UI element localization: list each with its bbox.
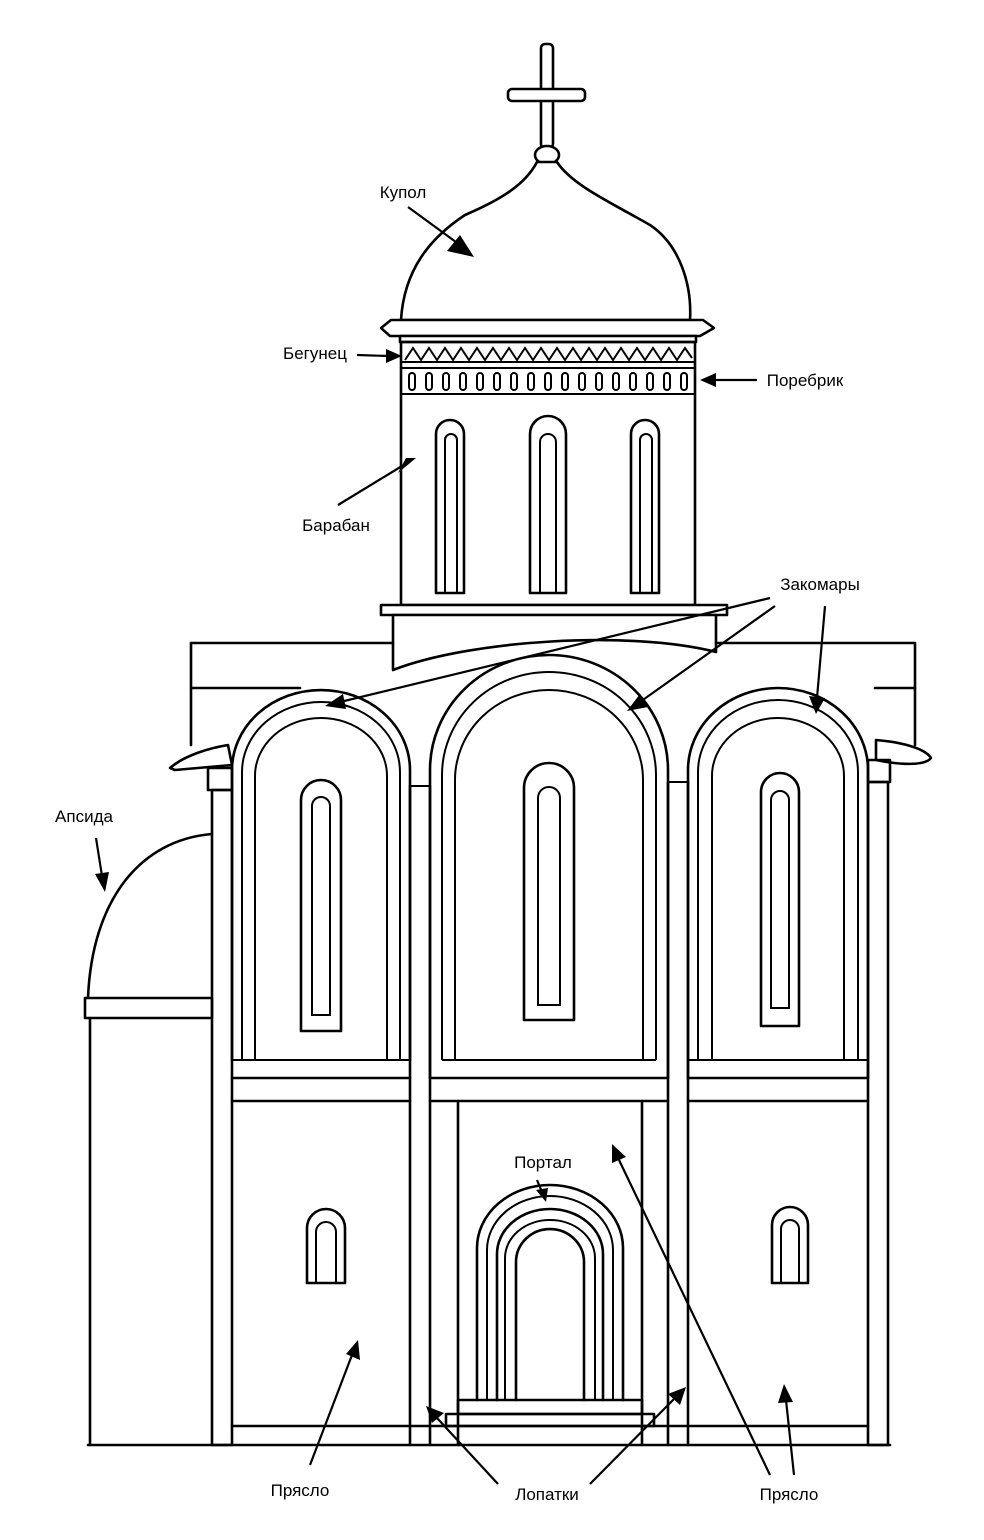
porebrik-band xyxy=(408,372,688,391)
arrow-begunets xyxy=(356,349,402,363)
label-porebrik: Поребрик xyxy=(767,371,844,390)
drum-window xyxy=(629,418,661,595)
label-pryaslo-left: Прясло xyxy=(271,1481,330,1500)
label-begunets: Бегунец xyxy=(283,344,347,363)
arrow-kupol xyxy=(407,206,474,257)
label-lopatki: Лопатки xyxy=(515,1485,579,1504)
lower-window-right xyxy=(770,1205,810,1285)
label-zakomary: Закомары xyxy=(780,575,860,594)
lower-window-left xyxy=(305,1207,347,1285)
drum-window xyxy=(434,418,466,595)
label-apsida: Апсида xyxy=(55,807,113,826)
drum xyxy=(399,340,697,607)
apse xyxy=(83,832,214,1447)
cornice-left xyxy=(168,743,234,772)
arrow-baraban xyxy=(337,458,416,506)
label-kupol: Купол xyxy=(380,183,427,202)
drum-window xyxy=(528,414,568,595)
arrow-pryaslo-left xyxy=(308,1340,360,1466)
drum-base xyxy=(379,603,729,617)
arrow-zakomary xyxy=(325,596,827,714)
dome xyxy=(399,160,692,322)
arrow-portal xyxy=(535,1179,548,1202)
begunets-band xyxy=(404,346,693,362)
label-baraban: Барабан xyxy=(302,516,370,535)
zakomara-left xyxy=(230,688,412,1062)
drum-cornice xyxy=(379,318,716,338)
arrow-porebrik xyxy=(700,373,757,387)
portal xyxy=(444,1183,656,1428)
zakomara-center xyxy=(428,653,670,1080)
cross-icon xyxy=(506,42,587,166)
label-pryaslo-right: Прясло xyxy=(760,1485,819,1504)
arrow-apsida xyxy=(94,837,109,892)
arrow-pryaslo-right xyxy=(612,1144,796,1476)
zakomara-right xyxy=(686,686,870,1080)
drum-pedestal xyxy=(391,613,718,672)
arrow-lopatki xyxy=(426,1387,686,1485)
label-portal: Портал xyxy=(514,1153,572,1172)
